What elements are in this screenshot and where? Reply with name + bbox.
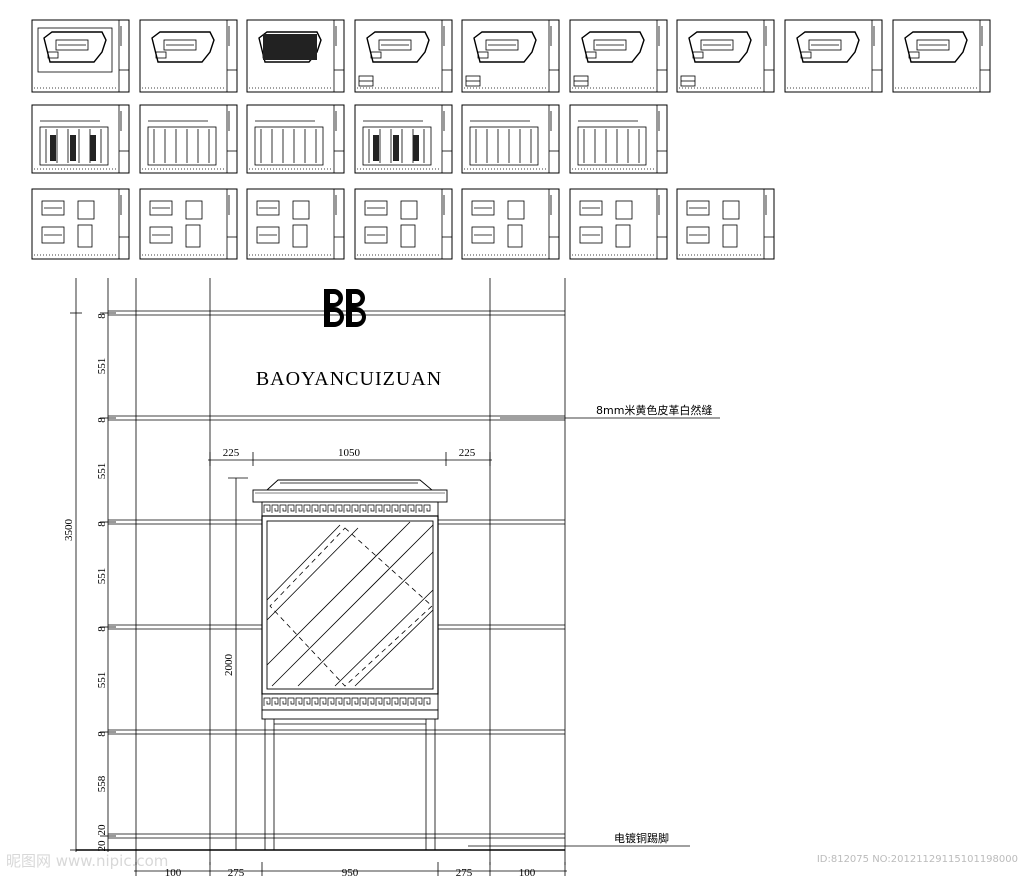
- dim-panel-v: 551: [96, 358, 108, 375]
- note-plated-base: 电镀铜踢脚: [614, 831, 669, 845]
- sheet-thumbnail-plan-8: [784, 19, 883, 93]
- sheet-thumbnail-detail-1: [31, 188, 130, 260]
- sheet-thumbnail-elev-1: [31, 104, 130, 174]
- dim-bottom: 275: [228, 867, 245, 879]
- cabinet-height-dim: [228, 477, 248, 850]
- dim-panel-v: 8: [96, 731, 108, 737]
- dashed-diamond: [269, 527, 433, 687]
- dim-bottom: 100: [519, 867, 536, 879]
- sheet-thumbnail-plan-6: [569, 19, 668, 93]
- watermark-id: ID:812075 NO:20121129115101198000: [817, 854, 1018, 865]
- cabinet-width-dims: [208, 452, 492, 466]
- sheet-thumbnail-plan-7: [676, 19, 775, 93]
- sheet-thumbnail-plan-9: [892, 19, 991, 93]
- dim-panel-v: 20: [96, 824, 108, 836]
- sheet-thumbnail-detail-2: [139, 188, 238, 260]
- sheet-thumbnail-elev-4: [354, 104, 453, 174]
- sheet-thumbnail-plan-4: [354, 19, 453, 93]
- brand-text: BAOYANCUIZUAN: [256, 368, 442, 390]
- main-elevation: 3500 8 551 8 551 8 551 8 551 8 558 20 20…: [63, 278, 720, 879]
- sheet-thumbnail-elev-5: [461, 104, 560, 174]
- dim-panel-v: 8: [96, 417, 108, 423]
- fret-band-top: [263, 504, 431, 513]
- dim-cabinet-center: 1050: [338, 447, 361, 459]
- sheet-thumbnail-plan-2: [139, 19, 238, 93]
- sheet-thumbnail-detail-7: [676, 188, 775, 260]
- dim-cabinet-right: 225: [459, 447, 476, 459]
- sheet-thumbnail-elev-2: [139, 104, 238, 174]
- watermark-site: 昵图网 www.nipic.com: [6, 852, 168, 870]
- dim-panel-v: 8: [96, 626, 108, 632]
- sheet-thumbnail-detail-5: [461, 188, 560, 260]
- thumbnail-sheets: [31, 19, 991, 260]
- fret-band-bottom: [263, 697, 431, 706]
- bb-logo: BB: [324, 289, 366, 327]
- note-leather-joint: 8mm米黄色皮革白然缝: [596, 403, 712, 417]
- dim-panel-v: 8: [96, 313, 108, 319]
- dim-cabinet-left: 225: [223, 447, 240, 459]
- dim-panel-v: 8: [96, 521, 108, 527]
- sheet-thumbnail-elev-3: [246, 104, 345, 174]
- glass-hatch: [266, 521, 434, 687]
- dim-bottom: 100: [165, 867, 182, 879]
- dim-panel-v: 20: [96, 840, 108, 852]
- dim-panel-v: 558: [96, 775, 108, 792]
- sheet-thumbnail-detail-4: [354, 188, 453, 260]
- dim-panel-v: 551: [96, 568, 108, 585]
- sheet-thumbnail-plan-3: [246, 19, 345, 93]
- sheet-thumbnail-elev-6: [569, 104, 668, 174]
- sheet-thumbnail-detail-3: [246, 188, 345, 260]
- sheet-thumbnail-plan-5: [461, 19, 560, 93]
- bottom-dims: [134, 862, 567, 876]
- dim-total-height: 3500: [63, 519, 75, 542]
- display-cabinet: [252, 479, 448, 850]
- dim-bottom: 950: [342, 867, 359, 879]
- dim-panel-v: 551: [96, 463, 108, 480]
- sheet-thumbnail-plan-1: [31, 19, 130, 93]
- dim-bottom: 275: [456, 867, 473, 879]
- left-ticks: [70, 312, 116, 851]
- sheet-thumbnail-detail-6: [569, 188, 668, 260]
- dim-panel-v: 551: [96, 672, 108, 689]
- dim-cabinet-height: 2000: [223, 654, 235, 677]
